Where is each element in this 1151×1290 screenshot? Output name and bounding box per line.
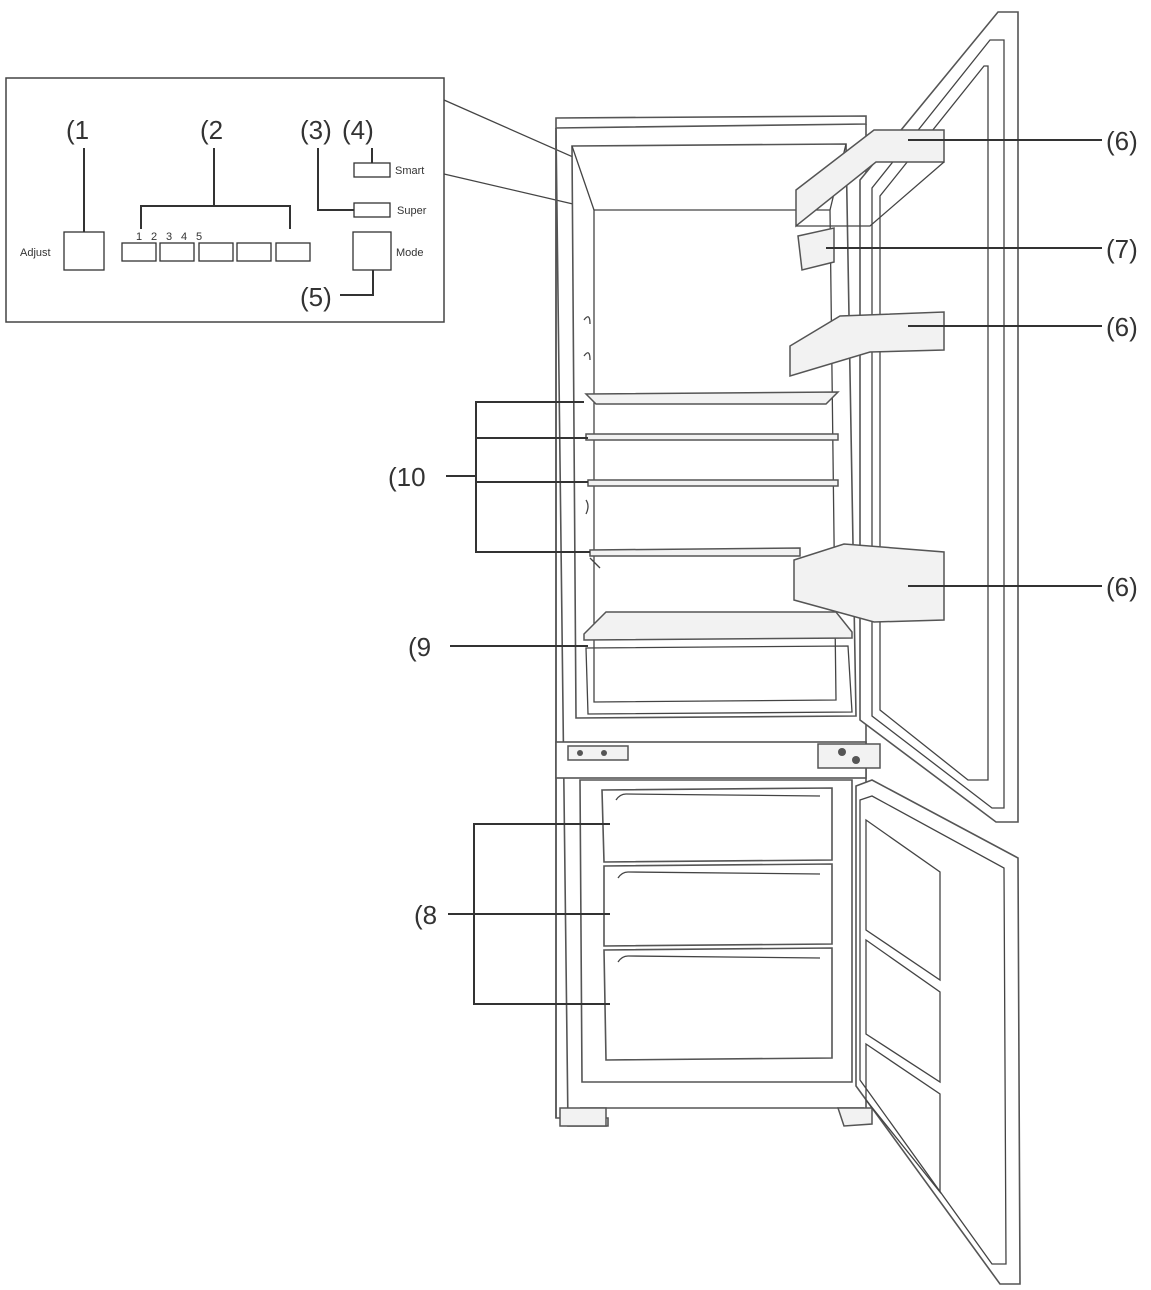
bracket-8: [473, 823, 610, 1005]
mode-button: [352, 231, 392, 271]
rail-1: [583, 316, 591, 325]
glass-shelf-2: [585, 433, 839, 441]
temp-key-4: [236, 242, 272, 262]
hinge-screw-1: [577, 750, 583, 756]
door-balcony-top-edge: [796, 161, 945, 227]
super-label: Super: [397, 205, 427, 217]
temp-key-3: [198, 242, 234, 262]
freezer-door-seal: [859, 795, 1007, 1265]
freezer-door-rib-1: [865, 818, 941, 982]
glass-shelf-1: [584, 391, 840, 405]
temp-key-1: [121, 242, 157, 262]
shelf-4-edge: [589, 557, 601, 569]
callout-3: (3): [300, 115, 332, 145]
super-button: [353, 202, 391, 218]
callout-6b: (6): [1106, 312, 1138, 342]
temp-key-5: [275, 242, 311, 262]
inset-frame: [5, 77, 445, 323]
callout-6c: (6): [1106, 572, 1138, 602]
digit-5: 5: [196, 231, 202, 243]
callout-7: (7): [1106, 234, 1138, 264]
callout-10: (10: [388, 462, 426, 492]
bracket-2: [140, 205, 291, 229]
freezer-door-panel: [855, 779, 1021, 1285]
callout-1: (1: [66, 115, 89, 145]
crisper-cover: [583, 611, 853, 641]
right-hinge-bracket: [817, 743, 881, 769]
freezer-drawer-2: [603, 863, 833, 947]
adjust-button: [63, 231, 105, 271]
freezer-door-rib-2: [865, 938, 941, 1084]
fridge-door: [789, 11, 1019, 823]
freezer-drawer-1: [601, 787, 833, 863]
rail-3: [585, 499, 589, 515]
rail-2: [583, 352, 591, 361]
drawer-2-handle: [617, 871, 821, 879]
fridge-cabinet: [555, 115, 881, 1127]
adjust-label: Adjust: [20, 247, 51, 259]
digit-3: 3: [166, 231, 172, 243]
fridge-door-seal: [871, 39, 1005, 809]
digit-2: 2: [151, 231, 157, 243]
leader-line-5: [340, 270, 374, 296]
callout-8: (8: [414, 900, 437, 930]
door-balcony-middle: [789, 311, 945, 378]
freezer-door: [855, 779, 1021, 1285]
callout-6a: (6): [1106, 126, 1138, 156]
front-foot-left: [559, 1107, 607, 1127]
hinge-screw-3: [838, 748, 846, 756]
control-unit: [797, 227, 835, 271]
freezer-door-rib-3: [865, 1042, 941, 1194]
freezer-drawer-3: [603, 947, 833, 1061]
fridge-door-liner: [879, 65, 989, 781]
temp-key-2: [159, 242, 195, 262]
drawer-1-handle: [615, 793, 821, 801]
fridge-corner-tl: [571, 145, 595, 211]
cabinet-top: [555, 115, 867, 129]
callout-5: (5): [300, 282, 332, 312]
callout-4: (4): [342, 115, 374, 145]
drawer-3-handle: [617, 955, 821, 963]
crisper-drawer: [585, 645, 853, 715]
left-hinge-bracket: [567, 745, 629, 761]
digit-4: 4: [181, 231, 187, 243]
mode-label: Mode: [396, 247, 424, 259]
door-balcony-bottom: [793, 543, 945, 623]
callout-2: (2: [200, 115, 223, 145]
fridge-back-wall: [593, 209, 837, 703]
glass-shelf-3: [587, 479, 839, 487]
smart-button: [353, 162, 391, 178]
smart-label: Smart: [395, 165, 424, 177]
bracket-10: [475, 401, 590, 553]
hinge-screw-4: [852, 756, 860, 764]
front-foot-right: [836, 1107, 873, 1127]
digit-1: 1: [136, 231, 142, 243]
hinge-screw-2: [601, 750, 607, 756]
leader-line-3: [317, 148, 354, 211]
callout-9: (9: [408, 632, 431, 662]
fridge-compartment: [571, 143, 857, 719]
control-panel-inset: (1 Adjust (2 1 2 3 4 5 (3) (4) Smart Sup…: [5, 77, 445, 323]
glass-shelf-4: [589, 547, 801, 557]
